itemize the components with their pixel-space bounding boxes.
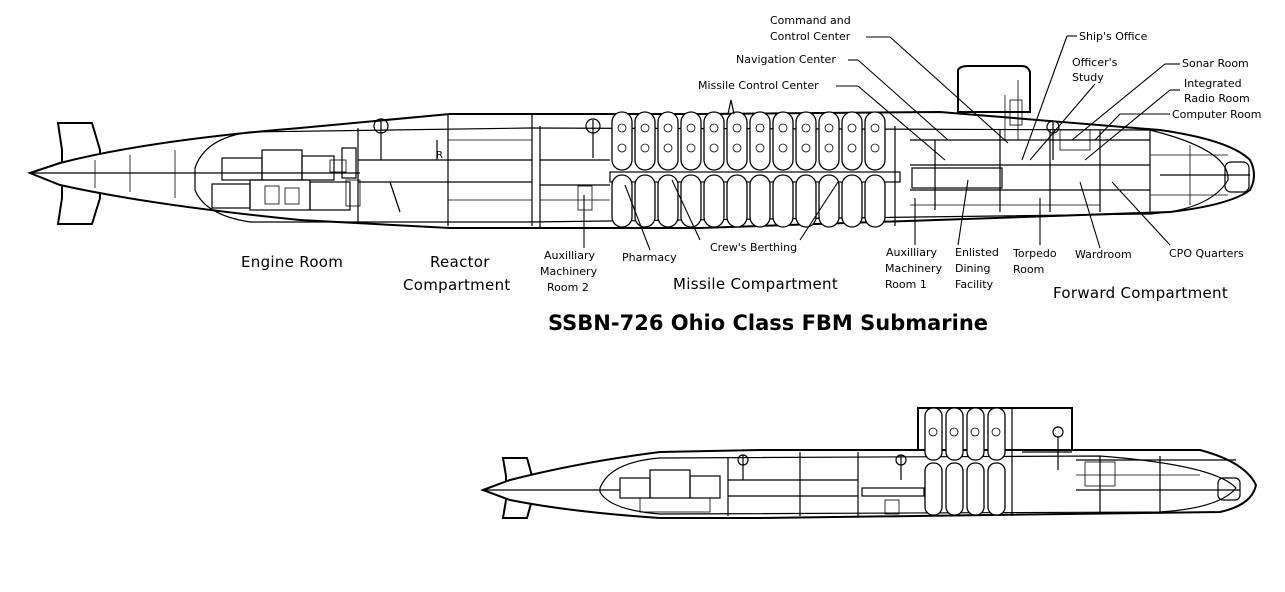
label-dining-line3: Facility bbox=[955, 278, 994, 291]
label-aux1-line2: Machinery bbox=[885, 262, 943, 275]
label-ships-office: Ship's Office bbox=[1079, 30, 1148, 43]
label-dining-line2: Dining bbox=[955, 262, 991, 275]
label-radio-line2: Radio Room bbox=[1184, 92, 1250, 105]
label-aux2-line3: Room 2 bbox=[547, 281, 589, 294]
label-computer-room: Computer Room bbox=[1172, 108, 1262, 121]
engine-room-machinery bbox=[210, 147, 361, 211]
label-dining-line1: Enlisted bbox=[955, 246, 999, 259]
leader-lines bbox=[583, 35, 1180, 251]
label-aux1-line3: Room 1 bbox=[885, 278, 927, 291]
label-cpo-quarters: CPO Quarters bbox=[1169, 247, 1244, 260]
sail bbox=[957, 65, 1031, 113]
compartment-labels: Engine Room Reactor Compartment Missile … bbox=[241, 253, 1228, 302]
label-engine-room: Engine Room bbox=[241, 253, 343, 271]
label-command-line2: Control Center bbox=[770, 30, 851, 43]
label-reactor-line2: Compartment bbox=[403, 276, 511, 294]
forward-compartment-structure bbox=[910, 80, 1250, 214]
label-reactor-line1: Reactor bbox=[430, 253, 490, 271]
label-navigation-center: Navigation Center bbox=[736, 53, 836, 66]
main-submarine-profile: R bbox=[27, 35, 1255, 251]
label-missile-control-center: Missile Control Center bbox=[698, 79, 819, 92]
callout-labels: Command and Control Center Navigation Ce… bbox=[540, 14, 1262, 294]
label-torpedo-line1: Torpedo bbox=[1012, 247, 1057, 260]
reactor-compartment-structure: R bbox=[357, 114, 533, 226]
pressure-hull bbox=[194, 127, 1229, 223]
label-aux2-line1: Auxilliary bbox=[544, 249, 595, 262]
label-torpedo-line2: Room bbox=[1013, 263, 1044, 276]
secondary-submarine-profile bbox=[480, 407, 1258, 519]
label-sonar-room: Sonar Room bbox=[1182, 57, 1249, 70]
label-radio-line1: Integrated bbox=[1184, 77, 1242, 90]
label-crews-berthing: Crew's Berthing bbox=[710, 241, 797, 254]
label-officers-line1: Officer's bbox=[1072, 56, 1118, 69]
svg-text:R: R bbox=[436, 150, 443, 161]
label-wardroom: Wardroom bbox=[1075, 248, 1132, 261]
diagram-title: SSBN-726 Ohio Class FBM Submarine bbox=[548, 311, 988, 335]
label-pharmacy: Pharmacy bbox=[622, 251, 677, 264]
label-aux1-line1: Auxilliary bbox=[886, 246, 937, 259]
missile-compartment-structure bbox=[539, 99, 901, 228]
hull-outline-small bbox=[480, 449, 1258, 519]
label-aux2-line2: Machinery bbox=[540, 265, 598, 278]
label-officers-line2: Study bbox=[1072, 71, 1104, 84]
label-command-line1: Command and bbox=[770, 14, 851, 27]
label-missile-compartment: Missile Compartment bbox=[673, 275, 838, 293]
label-forward-compartment: Forward Compartment bbox=[1053, 284, 1228, 302]
